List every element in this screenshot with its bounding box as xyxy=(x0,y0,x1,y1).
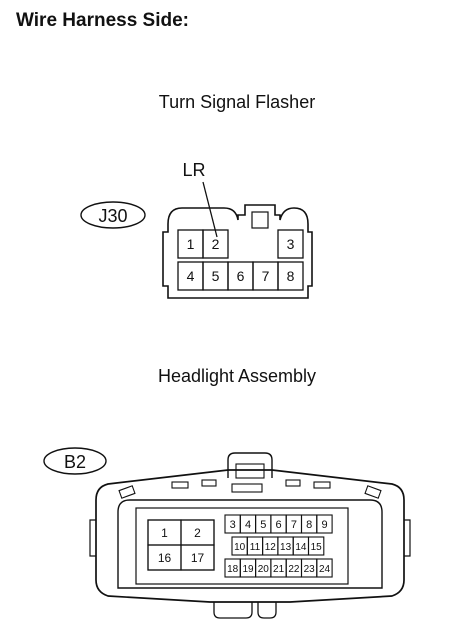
j30-pin: 6 xyxy=(237,268,245,284)
b2-pin: 13 xyxy=(280,542,292,553)
j30-code-oval xyxy=(80,201,146,229)
b2-pin: 7 xyxy=(291,519,297,531)
b2-pin: 18 xyxy=(227,564,239,575)
j30-pin: 8 xyxy=(287,268,295,284)
b2-pin: 14 xyxy=(295,542,307,553)
j30-pin: 7 xyxy=(262,268,270,284)
b2-latch xyxy=(227,452,273,478)
b2-pin: 20 xyxy=(258,564,270,575)
j30-pin: 3 xyxy=(287,236,295,252)
j30-pin: 1 xyxy=(187,236,195,252)
b2-pin: 4 xyxy=(245,519,251,531)
b2-pin: 6 xyxy=(276,519,282,531)
b2-pin: 3 xyxy=(230,519,236,531)
connector-b2: B2 xyxy=(43,447,411,619)
b2-inner-housing xyxy=(117,499,383,589)
b2-pin: 17 xyxy=(191,551,205,565)
b2-pin: 9 xyxy=(321,519,327,531)
b2-pin: 12 xyxy=(265,542,277,553)
b2-pin: 22 xyxy=(288,564,300,575)
section-heading: Wire Harness Side: xyxy=(16,10,190,31)
b2-pin: 11 xyxy=(250,542,261,553)
b2-pin: 5 xyxy=(260,519,266,531)
b2-pin: 19 xyxy=(242,564,254,575)
j30-pin: 5 xyxy=(212,268,220,284)
b2-pin: 16 xyxy=(158,551,172,565)
j30-housing xyxy=(162,204,313,299)
b2-code-label: B2 xyxy=(64,452,86,472)
wire-label-lr: LR xyxy=(182,160,205,180)
connector-j30: J30 LR 1 2 3 4 5 6 7 8 xyxy=(80,160,313,299)
b2-pin: 24 xyxy=(319,564,331,575)
b2-pin: 15 xyxy=(311,542,323,553)
b2-housing xyxy=(95,469,405,603)
headlight-assembly-title: Headlight Assembly xyxy=(157,366,317,386)
b2-pin: 1 xyxy=(161,526,168,540)
j30-pin: 2 xyxy=(212,236,220,252)
j30-pin: 4 xyxy=(187,268,195,284)
b2-pin: 2 xyxy=(194,526,201,540)
j30-code-label: J30 xyxy=(98,206,127,226)
turn-signal-flasher-title: Turn Signal Flasher xyxy=(158,92,316,112)
b2-pin: 23 xyxy=(304,564,316,575)
b2-pin: 21 xyxy=(273,564,285,575)
b2-code-oval xyxy=(43,447,107,475)
b2-pin: 10 xyxy=(234,542,246,553)
wire-leader-line xyxy=(202,181,218,238)
b2-pin: 8 xyxy=(306,519,312,531)
j30-latch xyxy=(251,211,269,229)
